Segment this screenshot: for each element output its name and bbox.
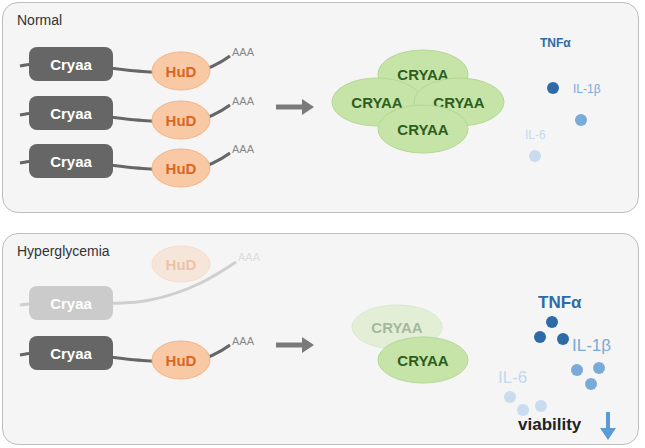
oval-outline [378,105,468,153]
node-label: HuD [166,352,197,369]
oval-outline [152,149,210,187]
mrna-box: Cryaa [29,96,113,130]
hud-protein: HuD [151,51,211,91]
oval-outline [152,101,210,139]
condition-panel: HyperglycemiaCryaaHuDCryaaHuDCRYAACRYAA [2,233,639,445]
oval-outline [152,341,210,379]
node-label: Cryaa [50,345,92,362]
node-label: HuD [166,256,197,273]
hud-protein: HuD [151,340,211,380]
hud-protein: HuD [151,245,211,283]
node-label: HuD [166,160,197,177]
oval-outline [152,246,210,282]
node-label: HuD [166,112,197,129]
cryaa-protein: CRYAA [377,336,469,384]
oval-outline [378,337,468,383]
mrna-box: Cryaa [29,47,113,81]
node-label: CRYAA [371,319,422,336]
oval-outline [152,52,210,90]
node-label: CRYAA [351,94,402,111]
mrna-box: Cryaa [29,286,113,320]
node-label: Cryaa [50,153,92,170]
cryaa-protein: CRYAA [377,104,469,154]
node-label: CRYAA [397,121,448,138]
node-label: CRYAA [397,352,448,369]
node-label: Cryaa [50,295,92,312]
panel-title: Normal [17,12,62,28]
node-label: Cryaa [50,105,92,122]
node-label: HuD [166,63,197,80]
mrna-box: Cryaa [29,336,113,370]
hud-protein: HuD [151,100,211,140]
node-label: Cryaa [50,56,92,73]
hud-protein: HuD [151,148,211,188]
panel-title: Hyperglycemia [17,243,110,259]
mrna-box: Cryaa [29,144,113,178]
condition-panel: NormalCryaaHuDCryaaHuDCryaaHuDCRYAACRYAA… [2,2,639,213]
